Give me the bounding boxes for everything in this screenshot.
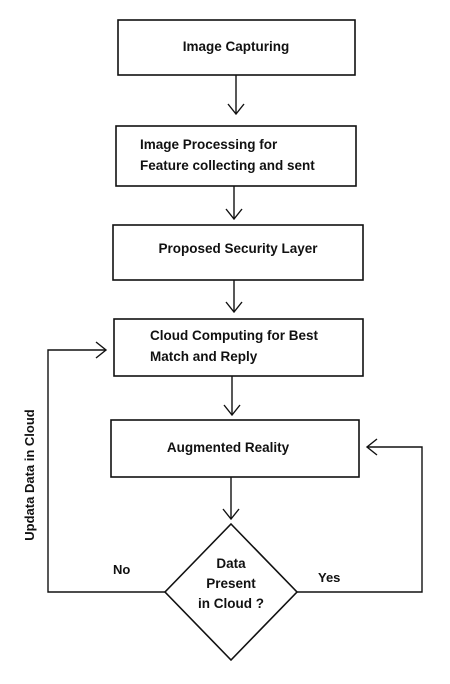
security-layer-label: Proposed Security Layer [158,241,318,256]
cloud-computing-box [113,318,364,377]
no-branch-label: No [113,562,130,577]
image-processing-label-line2: Feature collecting and sent [140,158,315,173]
augmented-reality-label: Augmented Reality [167,440,290,455]
security-layer-box [112,224,364,281]
image-processing-label-line1: Image Processing for [140,137,278,152]
image-processing-box [115,125,357,187]
arrow-ar-to-decision [222,477,240,521]
yes-loop-connector [297,438,423,593]
decision-label-line3: in Cloud ? [198,596,264,611]
arrow-capturing-to-processing [227,75,245,116]
arrow-processing-to-security [225,186,243,221]
no-loop-connector [47,341,165,593]
image-capturing-box [117,19,356,76]
yes-branch-label: Yes [318,570,340,585]
image-capturing-label: Image Capturing [183,39,290,54]
arrow-cloud-to-ar [223,376,241,417]
cloud-computing-label-line2: Match and Reply [150,349,258,364]
decision-label-line2: Present [206,576,256,591]
cloud-computing-label-line1: Cloud Computing for Best [150,328,318,343]
decision-label-line1: Data [216,556,246,571]
update-data-loop-label: Updata Data in Cloud [22,409,37,541]
augmented-reality-box [110,419,360,478]
arrow-security-to-cloud [225,280,243,314]
decision-diamond [163,522,299,662]
